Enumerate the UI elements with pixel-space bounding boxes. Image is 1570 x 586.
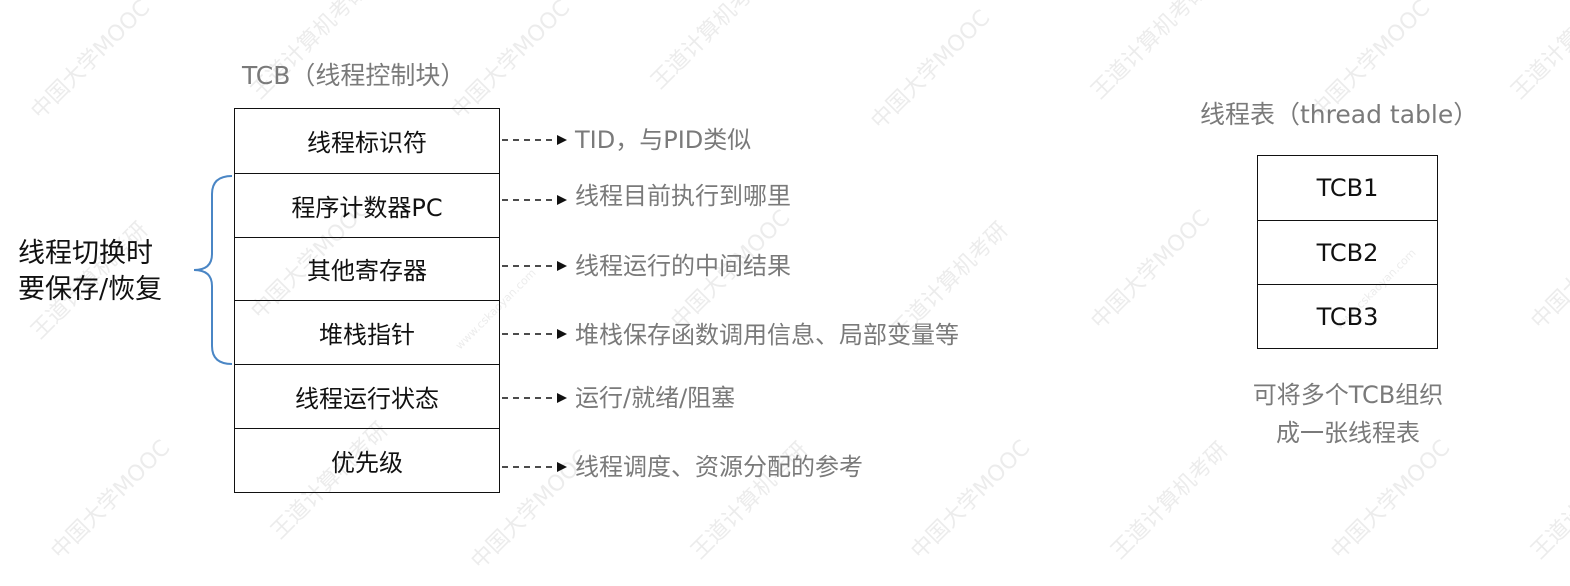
tcb-title: TCB（线程控制块） (242, 61, 466, 90)
desc-other-registers: 线程运行的中间结果 (575, 252, 791, 280)
desc-stack-pointer: 堆栈保存函数调用信息、局部变量等 (575, 321, 959, 349)
tcb-table: 线程标识符 程序计数器PC 其他寄存器 堆栈指针 线程运行状态 优先级 (234, 108, 500, 493)
tcb-field-stack-pointer: 堆栈指针 (235, 300, 499, 364)
brace-label-line2: 要保存/恢复 (18, 274, 163, 305)
tcb-field-program-counter: 程序计数器PC (235, 172, 499, 237)
thread-table: TCB1 TCB2 TCB3 (1257, 155, 1438, 349)
thread-table-note: 可将多个TCB组织 成一张线程表 (1218, 376, 1478, 452)
tcb-field-thread-state: 线程运行状态 (235, 364, 499, 428)
thread-table-row-tcb1: TCB1 (1316, 174, 1379, 202)
thread-table-row-tcb2: TCB2 (1258, 220, 1437, 284)
desc-priority: 线程调度、资源分配的参考 (575, 453, 863, 481)
note-line2: 成一张线程表 (1276, 419, 1420, 447)
brace-label-line1: 线程切换时 (18, 238, 153, 269)
note-line1: 可将多个TCB组织 (1252, 381, 1444, 409)
thread-table-row-tcb3: TCB3 (1258, 284, 1437, 348)
brace-label: 线程切换时 要保存/恢复 (18, 236, 162, 308)
desc-program-counter: 线程目前执行到哪里 (575, 182, 791, 210)
tcb-field-priority: 优先级 (235, 427, 499, 492)
curly-brace (193, 175, 233, 365)
thread-table-title: 线程表（thread table） (1200, 100, 1479, 129)
desc-thread-id: TID，与PID类似 (575, 126, 752, 154)
tcb-field-other-registers: 其他寄存器 (235, 236, 499, 301)
tcb-field-thread-id: 线程标识符 (307, 129, 427, 158)
desc-thread-state: 运行/就绪/阻塞 (575, 384, 736, 412)
